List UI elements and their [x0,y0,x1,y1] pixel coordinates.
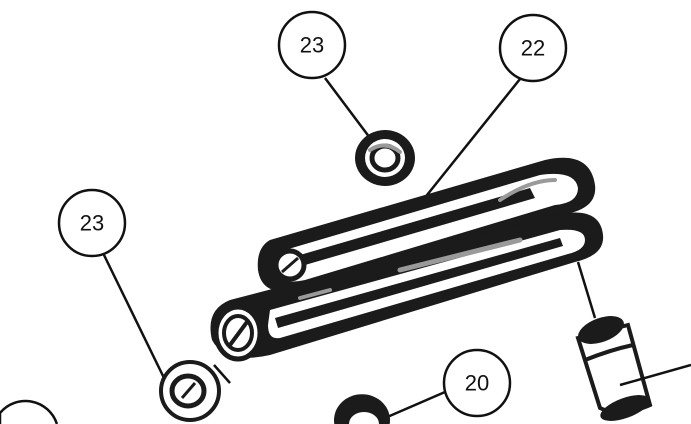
callout-label: 22 [521,36,545,61]
pin-cylinder-part [575,316,691,421]
callout-20: 20 [442,348,512,418]
callout-label: 23 [300,33,324,58]
lower-link-part [210,212,604,362]
callout-label: 23 [80,211,104,236]
leader-line-22 [414,78,521,211]
callout-23-left: 23 [57,188,127,258]
leader-line-20 [384,390,446,420]
leader-line-23-left [102,254,167,381]
callout-23-top: 23 [277,10,347,80]
callout-partial-bottom-left [0,399,59,424]
top-washer-part [355,130,415,186]
leader-line-pin [576,261,597,319]
upper-link-part [257,157,596,292]
leader-line-washer-link [213,364,231,384]
bottom-bushing-part [334,394,390,424]
left-washer-part [159,360,221,422]
callout-label: 20 [465,371,489,396]
callout-22: 22 [498,13,568,83]
